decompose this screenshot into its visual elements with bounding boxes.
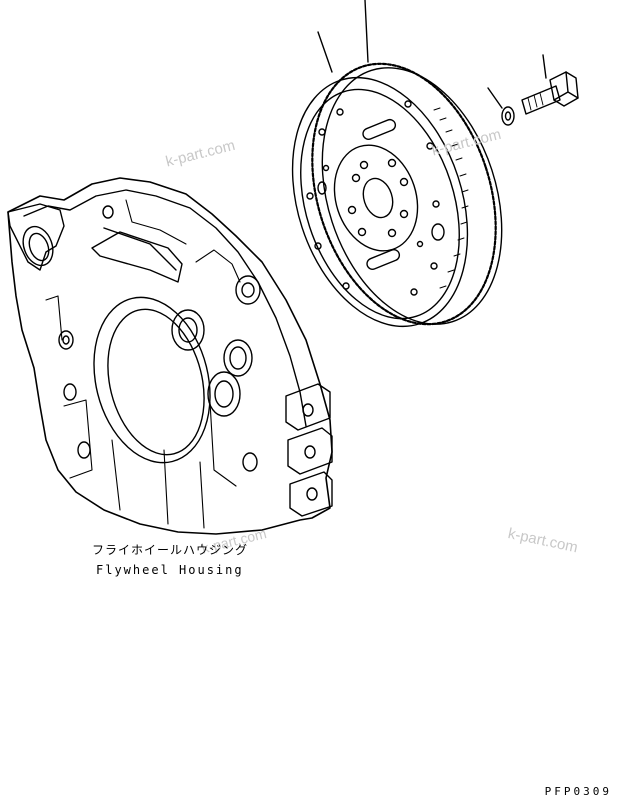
- housing-boss-hole-inner: [28, 232, 50, 262]
- flywheel-leader-line: [317, 31, 333, 73]
- bolt-head: [549, 71, 579, 107]
- housing-label-japanese: フライホイールハウジング: [92, 543, 249, 557]
- housing-bosses: [58, 205, 261, 472]
- housing-flange-line: [23, 189, 307, 427]
- housing-window: [91, 231, 183, 283]
- flywheel-large-hole: [431, 223, 445, 241]
- bolt-shank: [521, 85, 561, 115]
- bolt-head-edge: [553, 71, 579, 101]
- flywheel-large-hole: [317, 181, 327, 195]
- flywheel: [291, 0, 503, 328]
- ring-gear-leader-line: [364, 0, 369, 63]
- housing-boss-hole: [22, 225, 54, 267]
- washer-inner: [504, 111, 512, 121]
- bolt: [521, 54, 579, 115]
- flywheel-face: [291, 76, 469, 328]
- ring-gear-teeth: [433, 107, 469, 289]
- bolt-leader-line: [542, 54, 547, 79]
- housing-label-english: Flywheel Housing: [96, 563, 244, 577]
- washer-outer: [501, 106, 515, 126]
- housing-main-bore-inner: [107, 308, 205, 456]
- flywheel-slot-bottom: [366, 248, 401, 270]
- figure-code: PFP0309: [544, 785, 612, 798]
- washer: [487, 87, 515, 126]
- housing-outline: [7, 177, 333, 535]
- flywheel-hub-bore: [362, 177, 394, 219]
- washer-leader-line: [487, 87, 503, 109]
- housing-mount-feet: [285, 383, 333, 517]
- flywheel-slot-top: [362, 118, 397, 140]
- housing-window-rib: [103, 227, 177, 271]
- flywheel-hub-ring: [333, 144, 419, 252]
- housing-main-bore: [93, 296, 211, 464]
- flywheel-rim-back: [321, 67, 503, 325]
- ring-gear-outer: [311, 62, 497, 326]
- flywheel-face-inner: [300, 88, 460, 320]
- flywheel-housing: [7, 177, 333, 535]
- bolt-thread: [527, 92, 544, 111]
- housing-top-boss: [7, 203, 65, 271]
- flywheel-holes: [306, 100, 440, 296]
- housing-rib-lines: [45, 199, 241, 529]
